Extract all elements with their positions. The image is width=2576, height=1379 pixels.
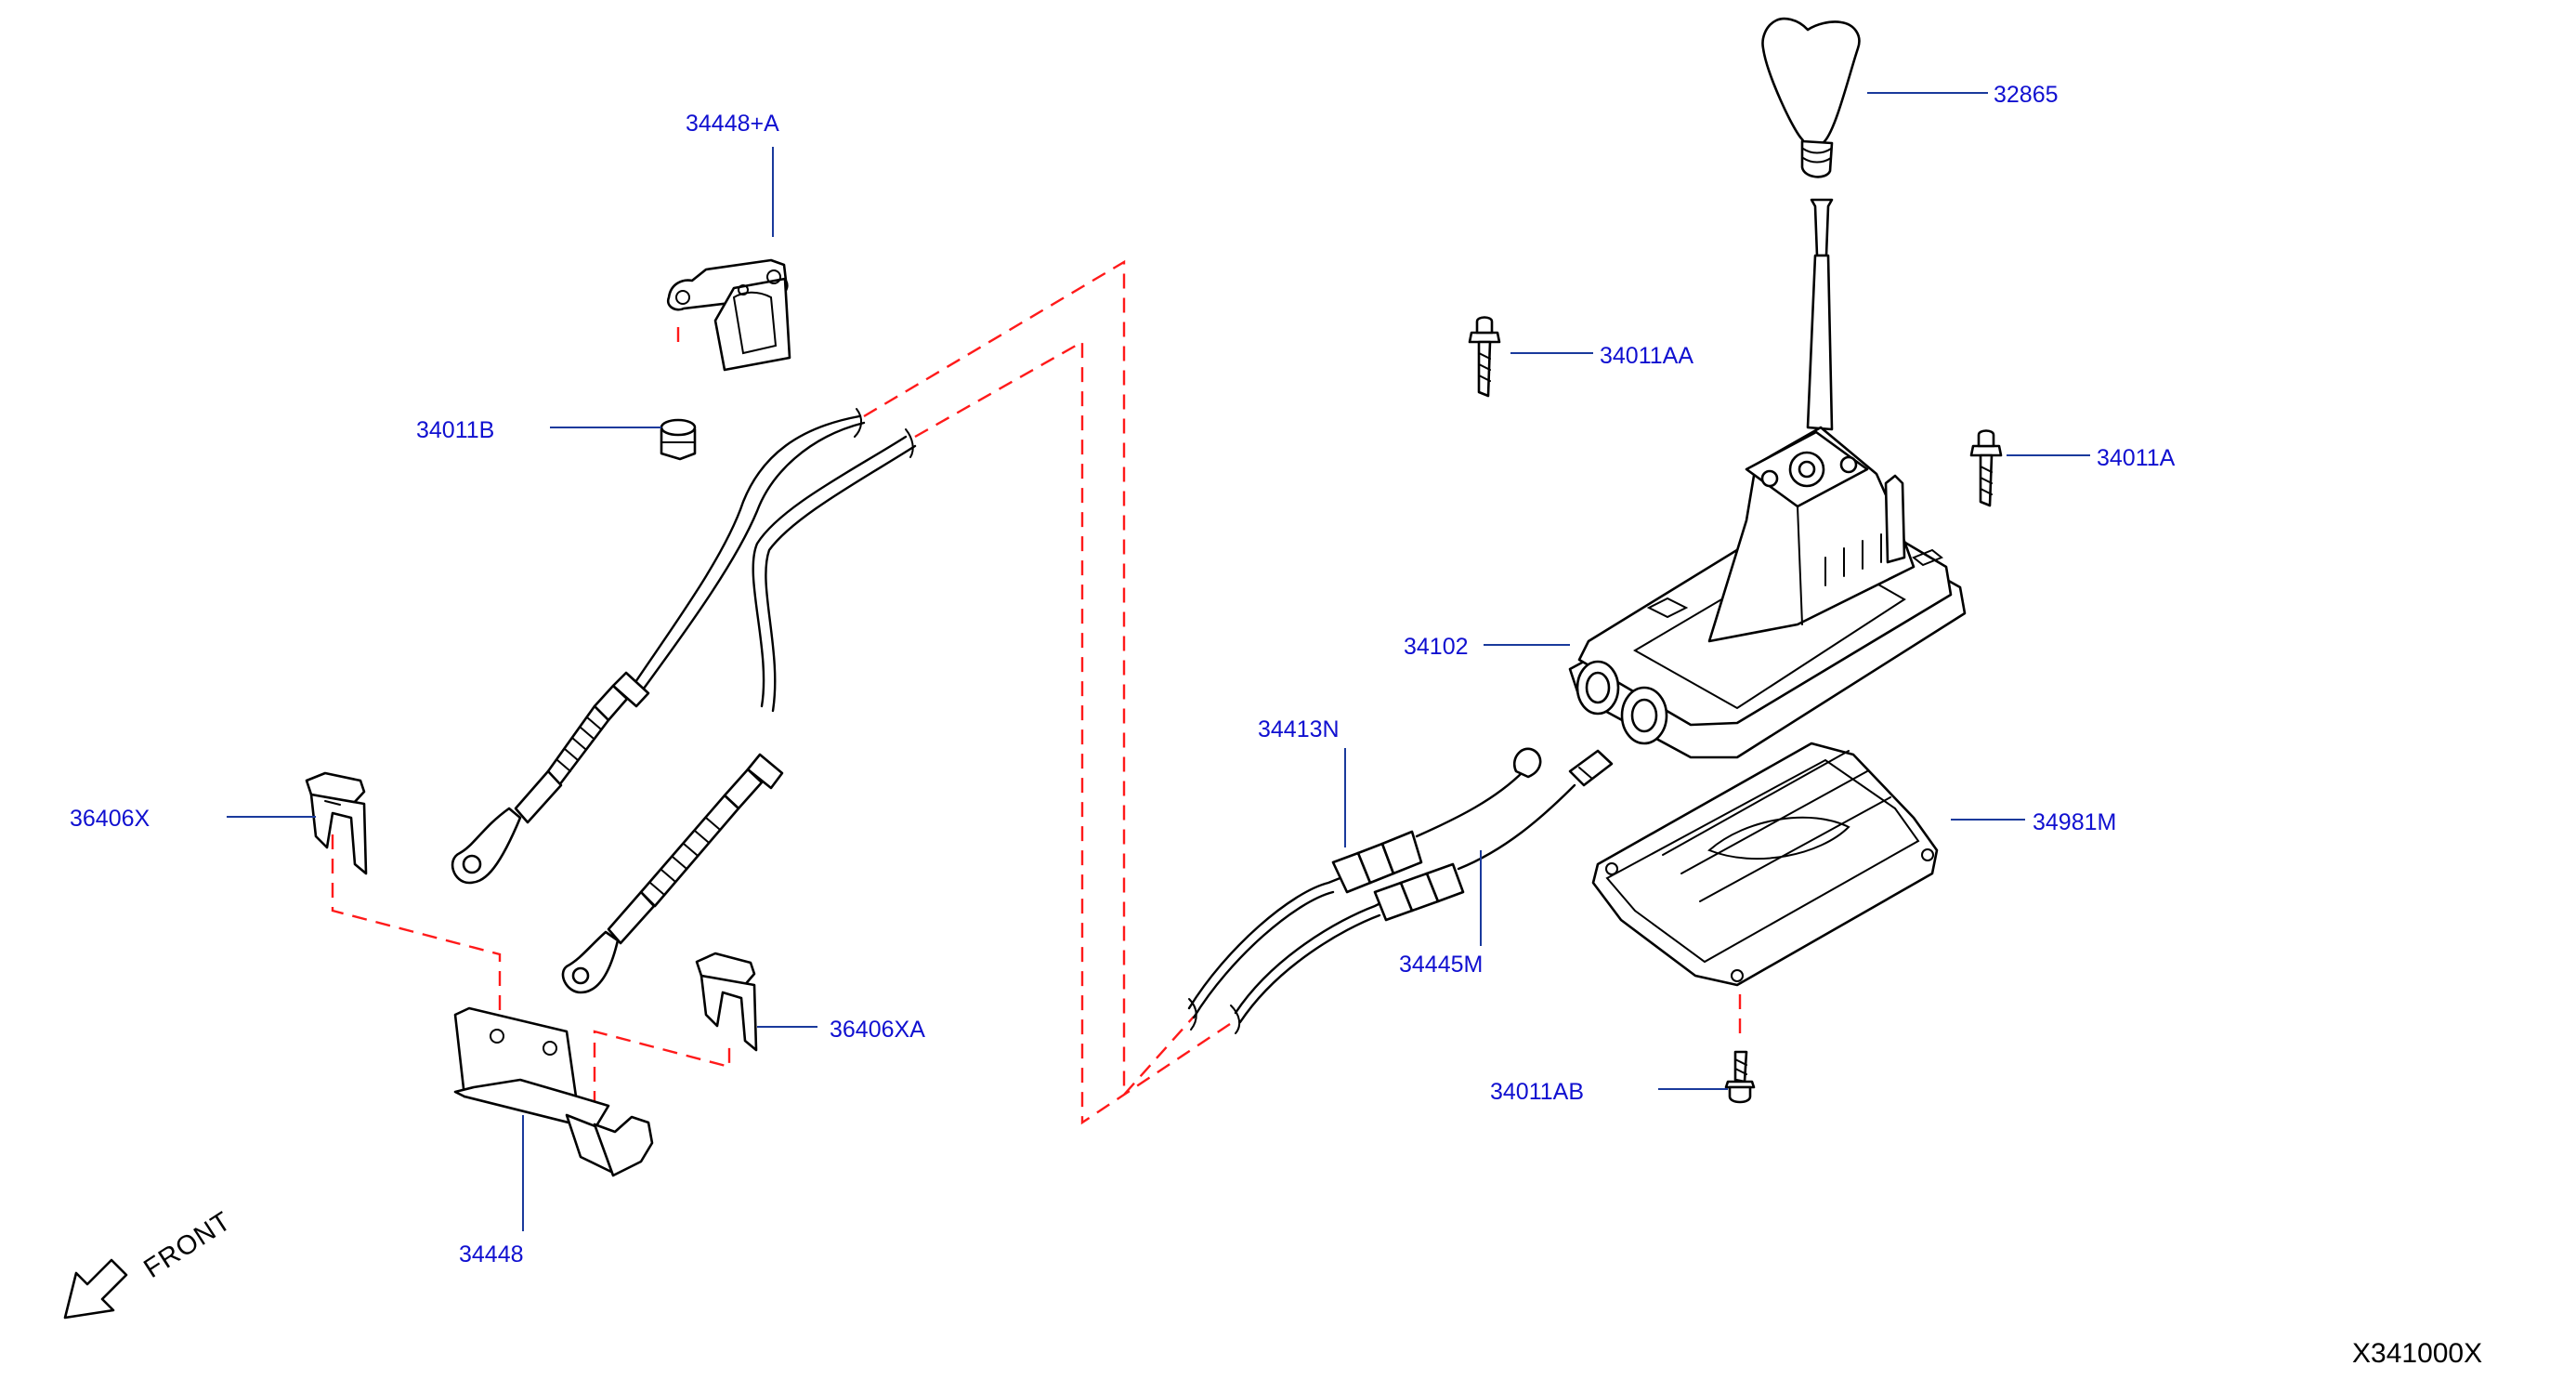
label-34445M: 34445M [1399, 952, 1483, 978]
label-36406XA: 36406XA [830, 1017, 925, 1043]
label-32865: 32865 [1994, 82, 2059, 108]
leader-lines [227, 92, 2090, 1231]
label-34981M: 34981M [2033, 809, 2116, 835]
part-labels: 32865 34011AA 34011A 34102 34981M 34011A… [70, 82, 2176, 1267]
connector-cable-outer [863, 259, 1195, 1098]
front-arrow-icon [63, 1258, 128, 1320]
cable-assembly-left[interactable] [451, 408, 917, 994]
label-34102: 34102 [1404, 634, 1469, 660]
clip-36406XA[interactable] [695, 952, 758, 1052]
nut-34011B[interactable] [660, 418, 697, 461]
shift-knob[interactable] [1761, 17, 1861, 178]
connector-cable-inner [914, 339, 1236, 1125]
label-34448A: 34448+A [686, 111, 779, 137]
dashed-connectors [331, 259, 1742, 1125]
cover-plate[interactable] [1591, 742, 1939, 987]
label-34011B: 34011B [416, 417, 494, 443]
bolt-34011A[interactable] [1969, 429, 2003, 507]
shift-lever-rod[interactable] [1806, 198, 1834, 431]
label-34011AB: 34011AB [1490, 1079, 1584, 1105]
bolt-34011AA[interactable] [1468, 316, 1501, 398]
label-34011AA: 34011AA [1600, 343, 1693, 369]
front-label: FRONT [138, 1206, 236, 1284]
clip-36406X[interactable] [305, 771, 368, 875]
label-34011A: 34011A [2097, 445, 2176, 471]
bracket-34448[interactable] [453, 1006, 654, 1177]
label-34448: 34448 [459, 1241, 524, 1267]
diagram-code: X341000X [2352, 1338, 2482, 1369]
bracket-34448A[interactable] [666, 258, 791, 372]
connector-bracket-to-clipxa [593, 1030, 731, 1106]
label-34413N: 34413N [1258, 716, 1340, 742]
connector-clip-to-bracket [331, 834, 502, 1022]
bolt-34011AB[interactable] [1724, 1050, 1756, 1104]
label-36406X: 36406X [70, 806, 150, 832]
front-direction-indicator: FRONT [63, 1206, 237, 1320]
control-device-housing[interactable] [1568, 426, 1967, 759]
cable-assembly-right[interactable] [1187, 747, 1614, 1034]
